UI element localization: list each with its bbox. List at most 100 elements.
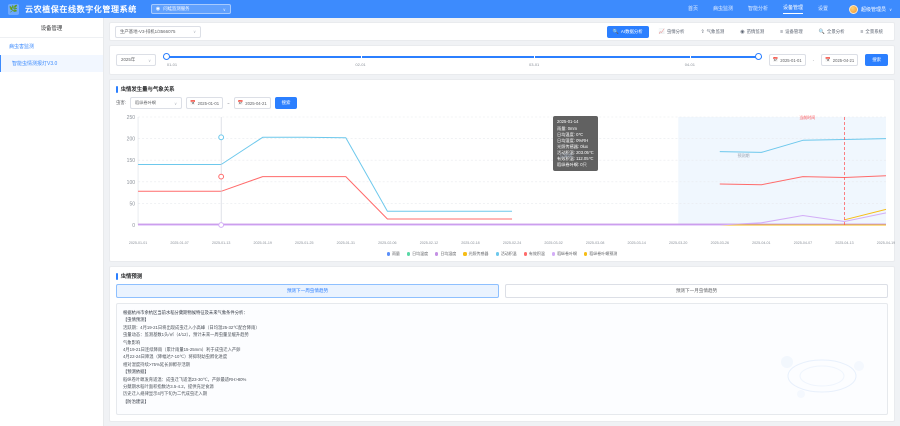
chart-legend[interactable]: 雨量 日均温度 日均湿度 光照传感器 活动积温 有效积温 稻纵卷叶螟 稻纵卷叶螟预测 [110,250,894,261]
year-select[interactable]: 2025年 ∨ [116,54,156,66]
legend-item[interactable]: 光照传感器 [463,251,489,257]
nav-item-settings[interactable]: 设置 [818,5,829,12]
timeline-bar: 2025年 ∨ 01-01 02-01 03-01 04-01 📅 2025-0… [109,45,895,75]
chevron-down-icon: ∨ [148,57,151,63]
legend-item[interactable]: 活动积温 [495,251,517,257]
predict-next-month-button[interactable]: 预测下一月虫情趋势 [505,284,888,298]
search-icon: 🔍 [612,28,619,35]
prediction-buttons: 预测下一周虫情趋势 预测下一月虫情趋势 [110,282,894,303]
legend-color-dot [523,252,527,256]
main-content: 生产基地-V3-排机1/3566075 ∨ 🔍 AI数据分析 📈 虫情分析 ⇧ … [104,18,900,426]
x-axis-label: 2025-04-13 [835,241,854,245]
legend-color-dot [551,252,556,256]
report-line: 分蘖期水稻叶面积指数达3.5-4.2，提供充足食源 [123,383,214,389]
nav-item-pest-monitor[interactable]: 病虫监测 [712,5,733,12]
device-management-button[interactable]: ≡ 设备管理 [774,26,809,38]
calendar-icon: 📅 [190,100,196,105]
sidebar-item-smart-lamp[interactable]: 智能虫情测报灯V3.0 [0,55,103,72]
x-axis-label: 2025-01-19 [253,241,272,245]
prediction-report-body: 根据杭州市余杭区当前水稻分蘖期物候特征及未来气象条件分析：【虫情预测】活跃期：4… [123,309,881,405]
chart-annotation: 运算期 [559,153,572,158]
report-line: 历史迁入规律显示4月下旬为二代成虫迁入期 [123,391,208,397]
report-line: 稻纵卷叶螟发育适温：成虫迁飞适温23-30℃，产卵最适RH>80% [123,376,247,382]
svg-text:150: 150 [127,158,136,164]
nav-item-smart-analysis[interactable]: 智能分析 [748,5,769,12]
legend-color-dot [584,252,588,256]
list-icon: ≡ [780,28,784,35]
panorama-analysis-label: 全景分析 [826,28,845,34]
x-axis-label: 2025-01-07 [170,241,189,245]
x-axis-label: 2025-01-31 [336,241,356,245]
slider-tick [360,54,362,60]
slider-handle-end[interactable] [754,53,762,61]
chart-date-from-value: 2025-01-01 [197,100,220,106]
slider-tick [534,54,536,60]
weather-monitor-label: 气象监测 [706,28,725,34]
pest-analysis-button[interactable]: 📈 虫情分析 [653,26,691,38]
legend-item[interactable]: 稻纵卷叶螟预测 [584,251,617,257]
chart-date-to-input[interactable]: 📅 2025-04-21 [233,97,271,109]
main-nav: 首页 病虫监测 智能分析 设备管理 设置 超级管理员 ∨ [688,4,892,14]
region-select[interactable]: ◉ 问蛙监测服务 ∨ [150,4,231,14]
nav-item-home[interactable]: 首页 [687,5,698,12]
chart-search-button[interactable]: 搜索 [274,97,298,109]
timeline-search-button[interactable]: 搜索 [865,54,888,66]
weather-monitor-button[interactable]: ⇧ 气象监测 [694,26,730,38]
calendar-icon: 📅 [237,100,244,105]
legend-label: 日均湿度 [440,251,457,256]
legend-label: 稻纵卷叶螟 [557,251,578,256]
slider-handle-start[interactable] [163,53,170,61]
x-axis-label: 2025-03-02 [544,241,563,245]
svg-text:50: 50 [129,201,135,207]
location-pin-icon: ◉ [155,6,161,12]
chevron-down-icon: ∨ [222,6,226,12]
report-line: 气象影响 [123,339,141,345]
date-range-separator: - [812,57,815,63]
menu-icon: ≡ [860,28,864,35]
nav-item-device-management[interactable]: 设备管理 [783,4,804,14]
legend-item[interactable]: 稻纵卷叶螟 [551,251,578,257]
slider-tick-label: 03-01 [529,62,540,67]
x-axis-label: 2025-03-08 [585,241,605,245]
panorama-analysis-button[interactable]: 🔍 全景分析 [813,26,851,38]
legend-item[interactable]: 日均湿度 [435,251,456,257]
app-title: 云农植保在线数字化管理系统 [25,4,137,14]
legend-label: 日均温度 [412,251,429,256]
sidebar-item-pest-monitoring[interactable]: 病虫害监测 [9,44,35,50]
report-line: 虫量动态：监测基数1头/㎡（4/12），预计未来一周虫量呈缓升趋势 [123,332,249,338]
legend-color-dot [406,252,411,256]
x-axis-label: 2025-04-07 [793,241,813,245]
legend-label: 雨量 [391,251,400,256]
x-axis-label: 2025-03-20 [669,241,688,245]
x-axis-label: 2025-02-06 [378,241,397,245]
x-axis-label: 2025-04-19 [876,241,896,245]
date-from-input[interactable]: 📅 2025-01-01 [768,54,806,66]
legend-item[interactable]: 日均温度 [406,251,429,257]
ai-analysis-button[interactable]: 🔍 AI数据分析 [606,25,649,38]
panorama-system-button[interactable]: ≡ 全景系统 [855,26,890,38]
date-range-slider[interactable]: 01-01 02-01 03-01 04-01 [163,50,762,70]
svg-text:0: 0 [132,223,135,229]
legend-item[interactable]: 有效积温 [523,251,545,257]
user-menu[interactable]: 超级管理员 ∨ [849,4,892,14]
pest-select[interactable]: 稻纵卷叶螟 ∨ [130,97,183,109]
slider-rail [163,56,762,58]
date-to-input[interactable]: 📅 2025-04-21 [821,54,859,66]
pest-filter-label: 虫害: [116,100,127,105]
chart-date-from-input[interactable]: 📅 2025-01-01 [186,97,224,109]
seedling-monitor-button[interactable]: ◉ 苗情监测 [734,26,770,38]
legend-label: 稻纵卷叶螟预测 [589,251,618,256]
legend-item[interactable]: 雨量 [386,251,400,257]
search-icon: 🔍 [818,28,825,35]
slider-tick [689,54,692,60]
chart-section-title: 虫情发生量与气象关系 [110,80,894,95]
panorama-system-label: 全景系统 [865,28,883,34]
legend-label: 活动积温 [500,251,517,256]
predict-next-week-button[interactable]: 预测下一周虫情趋势 [116,284,499,298]
device-select[interactable]: 生产基地-V3-排机1/3566075 ∨ [115,25,201,38]
calendar-icon: 📅 [772,57,779,62]
upload-icon: ⇧ [700,28,705,35]
